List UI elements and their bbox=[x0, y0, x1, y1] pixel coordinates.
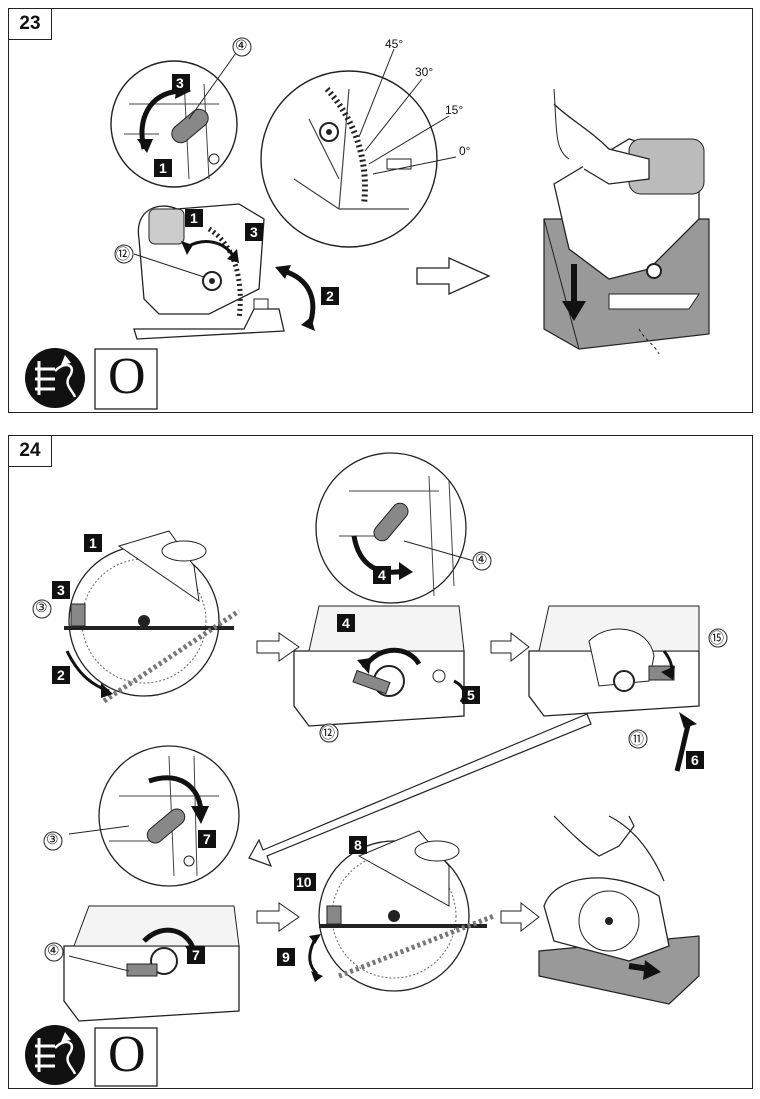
circular-saw-side-view bbox=[133, 203, 316, 340]
bevel-cut-photo-illustration bbox=[543, 88, 710, 355]
step-badge-1: 1 bbox=[159, 160, 167, 176]
figure-24-illustration bbox=[25, 452, 728, 1087]
step-10: 10 bbox=[296, 874, 312, 890]
step-4-zoom: 4 bbox=[378, 567, 386, 583]
ref-3-top: ③ bbox=[35, 599, 48, 615]
lever-zoom-circle-24b bbox=[68, 745, 240, 887]
return-arrow-diagonal bbox=[248, 713, 592, 868]
step-badges bbox=[154, 74, 339, 305]
ref-4-bottom: ④ bbox=[47, 942, 60, 958]
figure-23-illustration bbox=[25, 37, 710, 410]
step-7-zoom: 7 bbox=[203, 831, 211, 847]
ref-4-zoom: ④ bbox=[475, 551, 488, 567]
step-badges-24 bbox=[52, 534, 704, 966]
step-1: 1 bbox=[89, 535, 97, 551]
bevel-lever-zoom-circle bbox=[110, 52, 238, 188]
next-step-arrow-2 bbox=[490, 631, 530, 663]
ref-12: ⑫ bbox=[116, 246, 130, 262]
step-2: 2 bbox=[57, 667, 65, 683]
figure-24-panel: 24 bbox=[8, 435, 753, 1089]
saw-bevel-view-2 bbox=[308, 830, 495, 992]
mode-letter: O bbox=[108, 348, 146, 405]
step-badge-3: 3 bbox=[176, 75, 184, 91]
angle-30-label: 30° bbox=[415, 65, 434, 79]
base-plate-view-2 bbox=[293, 605, 466, 727]
unplug-icon bbox=[25, 348, 85, 408]
next-step-arrow-1 bbox=[256, 632, 300, 662]
next-step-arrow-3 bbox=[256, 902, 300, 932]
ref-11: ⑪ bbox=[630, 731, 644, 747]
step-9: 9 bbox=[282, 949, 290, 965]
step-4-plate: 4 bbox=[342, 615, 350, 631]
figure-24-number: 24 bbox=[8, 435, 52, 467]
ref-15: ⑮ bbox=[710, 630, 724, 646]
step-6: 6 bbox=[691, 752, 699, 768]
ref-3-bottom: ③ bbox=[46, 831, 59, 847]
saw-bevel-view-1 bbox=[64, 530, 241, 704]
figure-23-number: 23 bbox=[8, 8, 52, 40]
base-plate-view-3 bbox=[528, 605, 700, 772]
base-plate-view-4 bbox=[63, 905, 240, 1022]
mode-letter-24: O bbox=[108, 1026, 146, 1083]
step-3: 3 bbox=[57, 582, 65, 598]
angle-scale-zoom-circle bbox=[223, 48, 457, 250]
step-8: 8 bbox=[354, 837, 362, 853]
step-badge-1b: 1 bbox=[190, 210, 198, 226]
ref-4: ④ bbox=[235, 37, 248, 53]
lever-zoom-circle-24 bbox=[315, 452, 475, 604]
step-5: 5 bbox=[467, 687, 475, 703]
step-badge-2: 2 bbox=[326, 288, 334, 304]
ref-12: ⑫ bbox=[321, 725, 335, 741]
straight-cut-illustration bbox=[538, 815, 700, 1005]
next-step-arrow-4 bbox=[500, 901, 540, 933]
step-badge-3b: 3 bbox=[250, 224, 258, 240]
mode-box-24 bbox=[94, 1027, 158, 1087]
angle-0-label: 0° bbox=[459, 144, 471, 158]
mode-box bbox=[94, 348, 158, 410]
angle-15-label: 15° bbox=[445, 103, 464, 117]
next-step-arrow bbox=[416, 256, 491, 296]
step-7-plate: 7 bbox=[192, 947, 200, 963]
angle-45-label: 45° bbox=[385, 37, 404, 51]
figure-23-panel: 23 bbox=[8, 8, 753, 413]
unplug-icon-24 bbox=[25, 1025, 85, 1085]
